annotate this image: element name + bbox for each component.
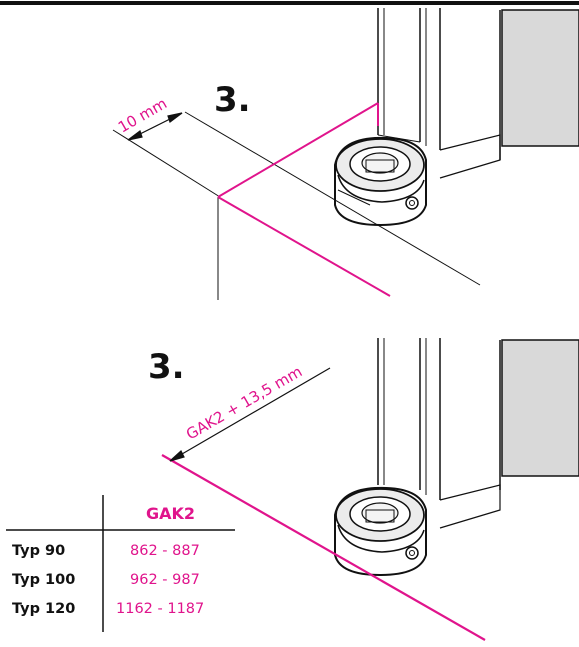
set-screw-icon bbox=[405, 196, 419, 210]
hinge-bearing-bottom bbox=[334, 486, 427, 577]
top-panel: 10 mm 3. bbox=[112, 8, 579, 300]
door-frame-profile-bottom bbox=[377, 338, 579, 529]
dimension-arrow-gak2 bbox=[169, 367, 331, 462]
table-row-label: Typ 90 bbox=[12, 543, 65, 559]
table-header-gak2: GAK2 bbox=[146, 504, 195, 523]
alignment-lines-top bbox=[217, 102, 391, 297]
dimension-label-gak2: GAK2 + 13,5 mm bbox=[183, 362, 305, 443]
dimension-arrow-10mm bbox=[127, 112, 183, 141]
bottom-panel: GAK2 + 13,5 mm 3. bbox=[148, 338, 579, 641]
table-row-value: 862 - 887 bbox=[130, 543, 200, 559]
step-number-bottom: 3. bbox=[148, 347, 185, 387]
set-screw-icon bbox=[405, 546, 419, 560]
table-row-value: 962 - 987 bbox=[130, 572, 200, 588]
construction-lines-top bbox=[112, 111, 481, 300]
dimension-label-10mm: 10 mm bbox=[115, 94, 170, 136]
reference-line-bottom bbox=[161, 454, 486, 641]
gak2-table: GAK2 Typ 90 862 - 887 Typ 100 962 - 987 … bbox=[6, 495, 235, 632]
hinge-bearing-top bbox=[334, 136, 427, 227]
step-number-top: 3. bbox=[214, 80, 251, 120]
table-row-label: Typ 100 bbox=[12, 572, 75, 588]
table-row-value: 1162 - 1187 bbox=[116, 601, 204, 617]
table-row-label: Typ 120 bbox=[12, 601, 75, 617]
